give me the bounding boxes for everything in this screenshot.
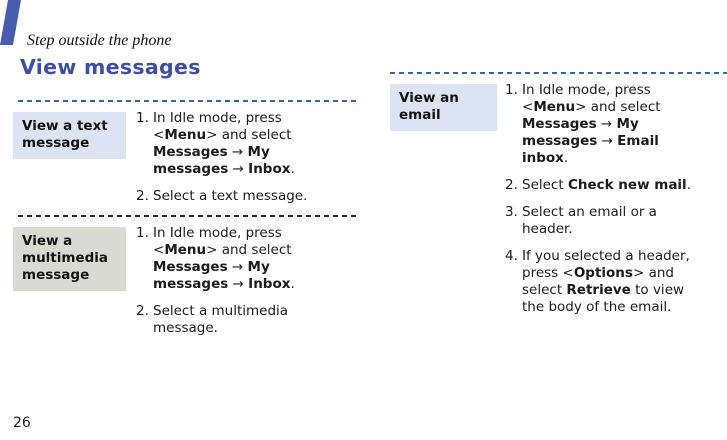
- text-run: .: [290, 276, 295, 292]
- text-run: Select a multimedia message.: [153, 303, 289, 336]
- text-run: Select: [522, 177, 568, 193]
- bold-run: Check new mail: [567, 177, 687, 193]
- instruction-step: 2.Select a text message.: [136, 188, 333, 205]
- chapter-title: Step outside the phone: [27, 32, 172, 49]
- instruction-step: 3.Select an email or a header.: [505, 204, 702, 238]
- text-run: to view the body of the email.: [522, 282, 685, 315]
- text-run: .: [290, 161, 295, 177]
- text-run: In Idle mode, press <: [153, 110, 282, 143]
- step-number: 2.: [505, 177, 518, 193]
- instruction-step: 1.In Idle mode, press <Menu> and select …: [505, 82, 702, 167]
- step-number: 4.: [505, 248, 518, 264]
- text-run: →: [596, 116, 617, 132]
- section-label: View a multimedia message: [13, 227, 126, 291]
- page-title: View messages: [20, 55, 201, 79]
- text-run: If you selected a header, press <: [522, 248, 690, 281]
- instruction-steps: 1.In Idle mode, press <Menu> and select …: [136, 110, 333, 215]
- section-view-multimedia-message: View a multimedia message 1.In Idle mode…: [13, 215, 360, 347]
- dashed-divider: [18, 215, 358, 217]
- instruction-step: 1.In Idle mode, press <Menu> and select …: [136, 110, 333, 178]
- instruction-steps: 1.In Idle mode, press <Menu> and select …: [505, 82, 702, 326]
- bold-run: My messages: [153, 144, 270, 177]
- bold-run: Menu: [533, 99, 576, 115]
- step-number: 1.: [505, 82, 518, 98]
- page-number: 26: [13, 415, 31, 431]
- instruction-step: 4.If you selected a header, press <Optio…: [505, 248, 702, 316]
- bold-run: Email inbox: [522, 133, 659, 166]
- text-run: > and select: [206, 242, 292, 258]
- bold-run: Messages: [522, 116, 597, 132]
- dashed-divider: [18, 100, 358, 102]
- text-run: > and select: [575, 99, 661, 115]
- step-text: Select an email or a header.: [522, 204, 702, 238]
- bold-run: Messages: [153, 144, 228, 160]
- step-text: In Idle mode, press <Menu> and select Me…: [153, 225, 333, 293]
- bold-run: My messages: [153, 259, 270, 292]
- text-run: →: [228, 161, 249, 177]
- section-view-email: View an email 1.In Idle mode, press <Men…: [390, 72, 727, 326]
- step-text: Select Check new mail.: [522, 177, 702, 194]
- bold-run: My messages: [522, 116, 639, 149]
- bold-run: Retrieve: [566, 282, 631, 298]
- text-run: > and select: [522, 265, 674, 298]
- text-run: Select a text message.: [153, 188, 308, 204]
- step-text: Select a multimedia message.: [153, 303, 333, 337]
- text-run: →: [227, 144, 248, 160]
- step-number: 2.: [136, 303, 149, 319]
- step-text: Select a text message.: [153, 188, 333, 205]
- text-run: .: [563, 150, 569, 166]
- step-text: If you selected a header, press <Options…: [522, 248, 702, 316]
- step-text: In Idle mode, press <Menu> and select Me…: [522, 82, 702, 167]
- text-run: In Idle mode, press <: [522, 82, 651, 115]
- bold-run: Inbox: [248, 276, 291, 292]
- step-number: 2.: [136, 188, 149, 204]
- bold-run: Menu: [164, 127, 207, 143]
- step-number: 1.: [136, 225, 149, 241]
- instruction-steps: 1.In Idle mode, press <Menu> and select …: [136, 225, 333, 347]
- dashed-divider: [390, 72, 727, 74]
- section-label: View an email: [390, 84, 497, 131]
- section-view-text-message: View a text message 1.In Idle mode, pres…: [13, 100, 360, 215]
- text-run: →: [228, 276, 249, 292]
- chapter-corner-bar: [0, 0, 21, 45]
- text-run: In Idle mode, press <: [153, 225, 282, 258]
- step-number: 3.: [505, 204, 518, 220]
- instruction-step: 1.In Idle mode, press <Menu> and select …: [136, 225, 333, 293]
- step-text: In Idle mode, press <Menu> and select Me…: [153, 110, 333, 178]
- text-run: Select an email or a header.: [522, 204, 657, 237]
- bold-run: Options: [573, 265, 633, 281]
- instruction-step: 2.Select a multimedia message.: [136, 303, 333, 337]
- text-run: .: [686, 177, 691, 193]
- bold-run: Messages: [153, 259, 228, 275]
- instruction-step: 2.Select Check new mail.: [505, 177, 702, 194]
- bold-run: Inbox: [248, 161, 291, 177]
- section-label: View a text message: [13, 112, 126, 159]
- text-run: →: [597, 133, 618, 149]
- text-run: > and select: [206, 127, 292, 143]
- text-run: →: [227, 259, 248, 275]
- bold-run: Menu: [164, 242, 207, 258]
- step-number: 1.: [136, 110, 149, 126]
